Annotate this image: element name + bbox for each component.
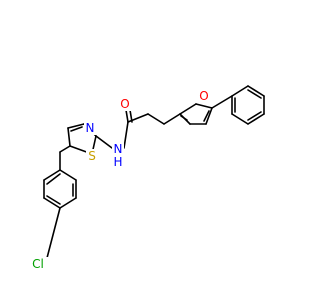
bond-line (125, 109, 129, 123)
bond-line (180, 115, 188, 121)
bond-line (43, 197, 61, 209)
bond-line (59, 145, 71, 153)
atom-amide-o: O (119, 97, 131, 111)
molecule-structure: N H O N S O Cl (28, 85, 265, 271)
atom-chlorine: Cl (28, 257, 48, 271)
bond-line (247, 113, 265, 125)
atom-amide-h: H (112, 155, 124, 169)
bond-line (127, 113, 149, 123)
bond-line (163, 113, 181, 125)
bond-line (231, 85, 249, 97)
bond-line (195, 103, 213, 109)
amide-h-label: H (113, 155, 122, 169)
bond-line (95, 135, 113, 149)
atom-furan-o: O (198, 89, 210, 103)
bond-line (67, 123, 85, 129)
bond-line (59, 197, 77, 209)
bond-line (205, 107, 213, 125)
bond-line (46, 173, 61, 185)
bond-line (43, 169, 61, 181)
bond-line (67, 127, 71, 147)
amide-n-label: N (114, 142, 123, 156)
bond-line (247, 85, 265, 97)
bond-line (123, 121, 129, 149)
bond-lines (43, 85, 265, 259)
bond-line (70, 126, 83, 132)
bond-line (247, 111, 262, 121)
bond-line (231, 113, 249, 125)
bond-line (59, 169, 77, 181)
bond-line (46, 195, 61, 205)
thiazole-n-label: N (86, 121, 95, 135)
bond-line (203, 110, 210, 122)
bond-line (147, 113, 165, 125)
chlorine-label: Cl (32, 257, 44, 271)
thiazole-s-label: S (88, 149, 96, 163)
furan-o-label: O (199, 89, 208, 103)
bond-line (46, 207, 61, 259)
bond-line (211, 95, 233, 109)
bond-line (247, 89, 262, 99)
amide-o-label: O (120, 97, 129, 111)
atom-thiazole-s: S (86, 149, 98, 163)
bond-line (179, 103, 197, 115)
atom-amide-n: N (112, 142, 124, 156)
atom-thiazole-n: N (84, 121, 96, 135)
